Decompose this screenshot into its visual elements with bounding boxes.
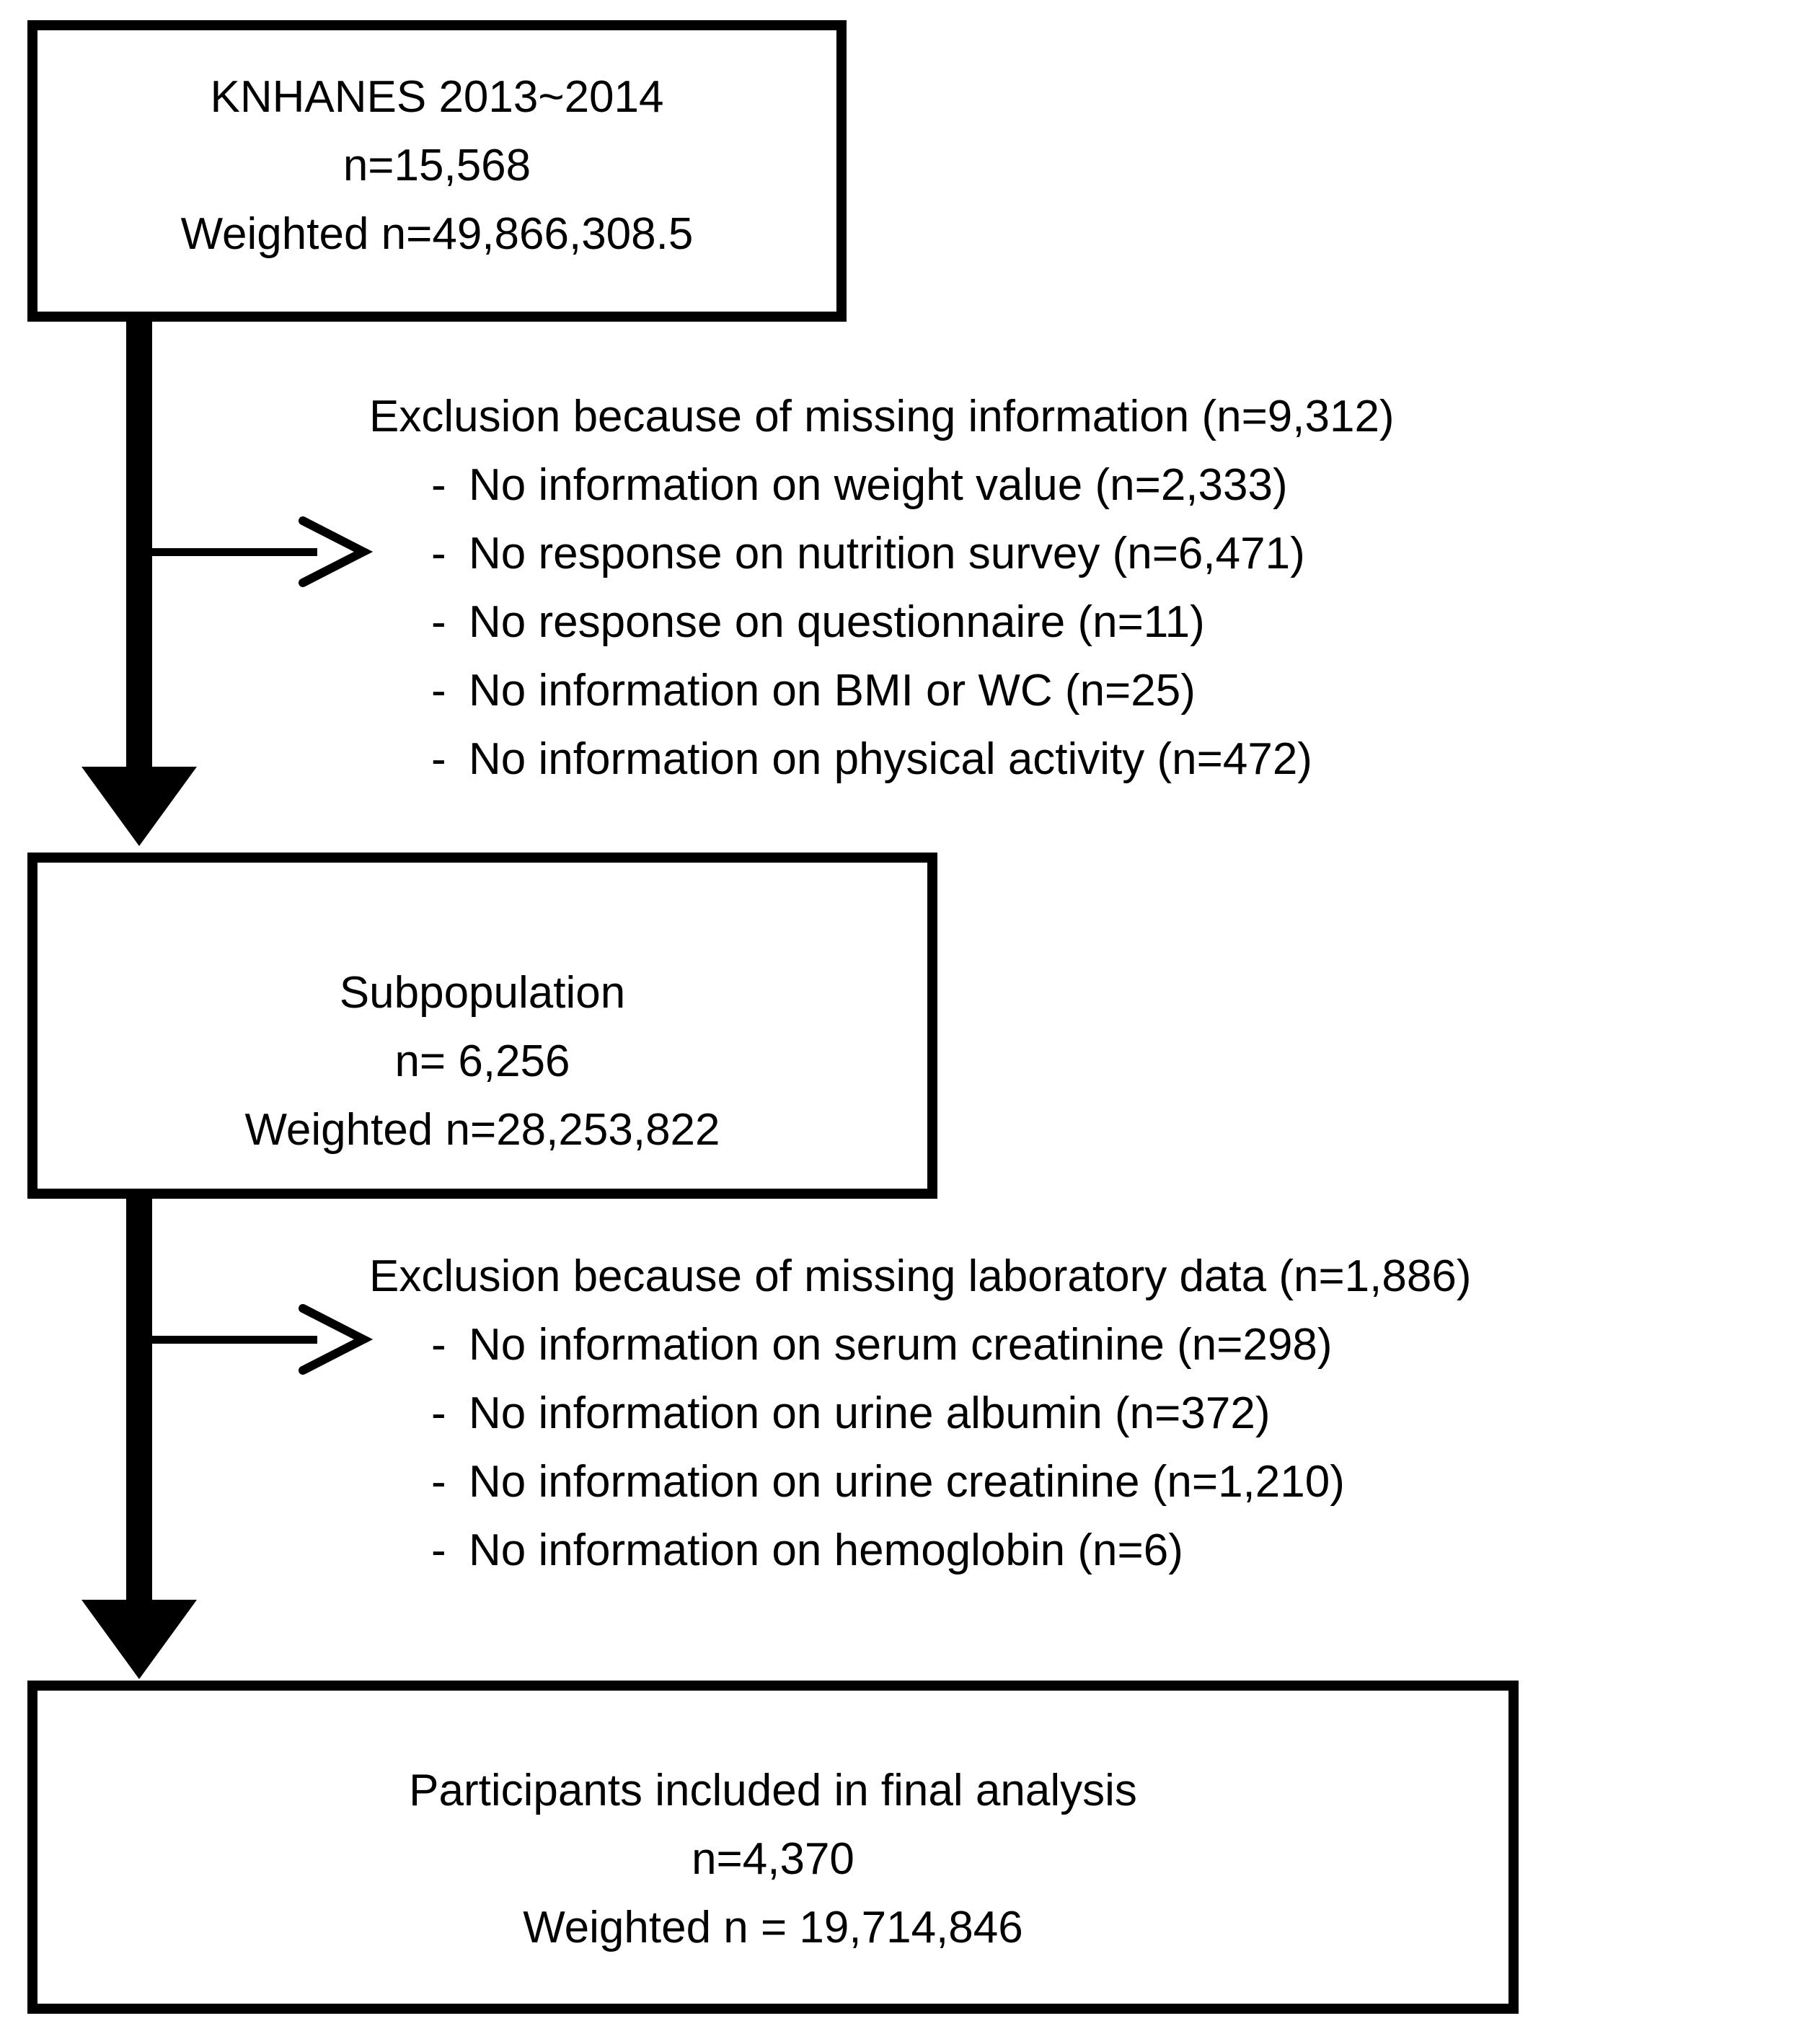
box-source-population: KNHANES 2013~2014 n=15,568 Weighted n=49…	[27, 20, 847, 322]
bullet-dash-icon: -	[431, 1388, 446, 1438]
exclusion-title-1: Exclusion because of missing information…	[369, 392, 1395, 441]
exclusion-item-label: No response on nutrition survey (n=6,471…	[469, 529, 1305, 578]
box-subpopulation-line-3: Weighted n=28,253,822	[244, 1105, 720, 1155]
exclusion-item: -No information on urine albumin (n=372)	[369, 1379, 1471, 1448]
connector-arrowhead-2	[81, 1600, 197, 1679]
connector-arrowhead-1	[81, 767, 197, 846]
exclusion-item-label: No response on questionnaire (n=11)	[469, 597, 1205, 647]
box-final-line-1: Participants included in final analysis	[409, 1766, 1137, 1815]
connector-stem-2	[126, 1197, 152, 1601]
exclusion-item-label: No information on urine albumin (n=372)	[469, 1388, 1271, 1438]
bullet-dash-icon: -	[431, 529, 446, 578]
box-subpopulation-line-2: n= 6,256	[394, 1036, 570, 1086]
bullet-dash-icon: -	[431, 597, 446, 647]
box-final-line-2: n=4,370	[692, 1834, 854, 1884]
bullet-dash-icon: -	[431, 1457, 446, 1507]
box-subpopulation: Subpopulation n= 6,256 Weighted n=28,253…	[27, 853, 937, 1199]
exclusion-item: -No information on physical activity (n=…	[369, 725, 1395, 793]
box-final-analysis: Participants included in final analysis …	[27, 1681, 1519, 2014]
exclusion-branch-line-1	[148, 548, 317, 556]
exclusion-block-missing-information: Exclusion because of missing information…	[369, 382, 1395, 793]
exclusion-item-label: No information on serum creatinine (n=29…	[469, 1320, 1333, 1370]
box-final-line-3: Weighted n = 19,714,846	[523, 1903, 1023, 1952]
box-source-line-2: n=15,568	[343, 141, 531, 190]
box-subpopulation-line-1: Subpopulation	[339, 968, 626, 1018]
exclusion-item-label: No information on weight value (n=2,333)	[469, 460, 1288, 510]
exclusion-title-2: Exclusion because of missing laboratory …	[369, 1251, 1472, 1301]
bullet-dash-icon: -	[431, 666, 446, 715]
bullet-dash-icon: -	[431, 1320, 446, 1370]
exclusion-item-label: No information on urine creatinine (n=1,…	[469, 1457, 1345, 1507]
exclusion-item: -No information on weight value (n=2,333…	[369, 451, 1395, 519]
exclusion-branch-line-2	[148, 1336, 317, 1344]
exclusion-item: -No information on serum creatinine (n=2…	[369, 1311, 1471, 1379]
exclusion-item: -No information on BMI or WC (n=25)	[369, 656, 1395, 725]
box-source-line-1: KNHANES 2013~2014	[210, 72, 664, 122]
exclusion-item: -No information on hemoglobin (n=6)	[369, 1516, 1471, 1585]
connector-stem-1	[126, 322, 152, 769]
exclusion-item: -No response on questionnaire (n=11)	[369, 588, 1395, 656]
exclusion-item: -No information on urine creatinine (n=1…	[369, 1448, 1471, 1516]
exclusion-item-label: No information on hemoglobin (n=6)	[469, 1525, 1183, 1575]
exclusion-item-label: No information on BMI or WC (n=25)	[469, 666, 1196, 715]
exclusion-item: -No response on nutrition survey (n=6,47…	[369, 519, 1395, 588]
box-source-line-3: Weighted n=49,866,308.5	[180, 209, 694, 259]
exclusion-item-label: No information on physical activity (n=4…	[469, 734, 1312, 784]
bullet-dash-icon: -	[431, 734, 446, 784]
bullet-dash-icon: -	[431, 460, 446, 510]
exclusion-block-missing-laboratory-data: Exclusion because of missing laboratory …	[369, 1242, 1471, 1585]
bullet-dash-icon: -	[431, 1525, 446, 1575]
